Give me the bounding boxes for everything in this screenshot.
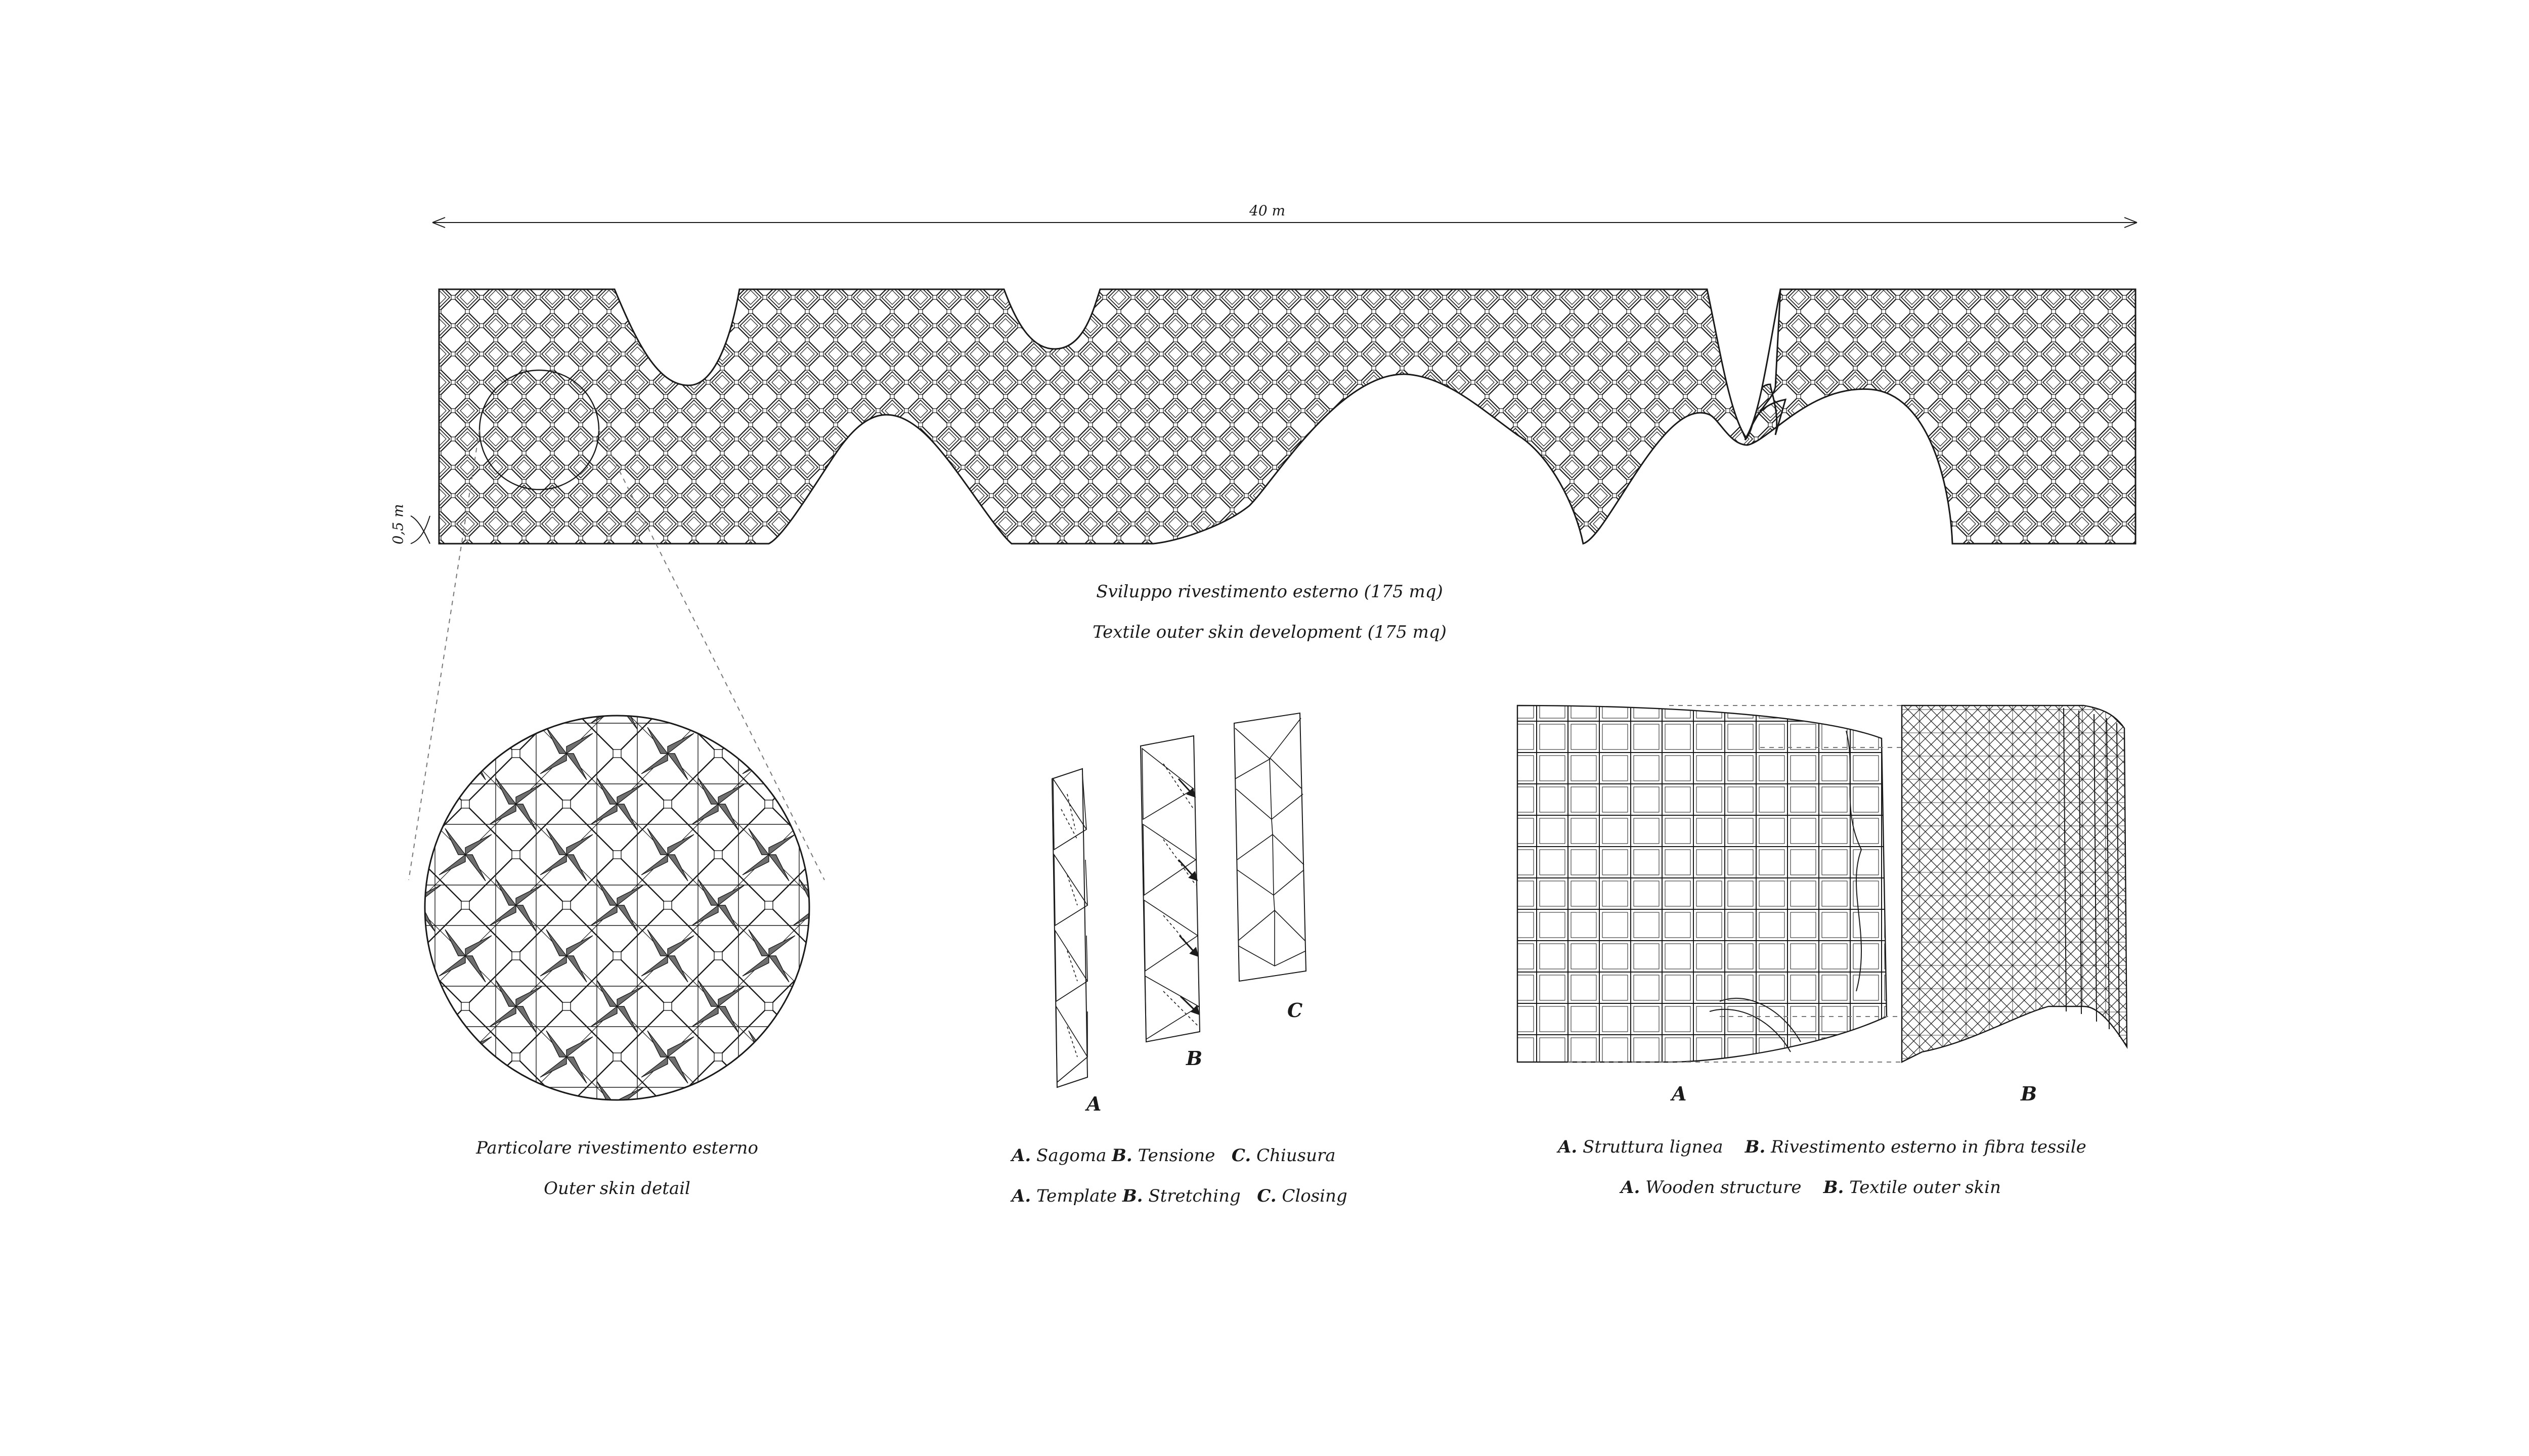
height-dimension [410,515,430,544]
detail-projection-lines [408,429,825,880]
structure-letter-a: A [1672,1082,1687,1105]
detail-caption-it: Particolare rivestimento esterno [476,1138,758,1158]
assembly-strip-c [1233,712,1307,982]
structure-text-a-it: Struttura lignea [1583,1137,1723,1157]
assembly-caption-it: A. Sagoma B. Tensione C. Chiusura [1012,1145,1336,1166]
height-label: 0,5 m [389,504,407,545]
structure-letter-b: B [2021,1082,2037,1105]
structure-text-b-en: Textile outer skin [1849,1177,2001,1198]
wooden-structure [1516,704,1888,1063]
assembly-key-a-it: A. [1012,1145,1031,1166]
assembly-strip-a [1051,768,1088,1088]
length-dimension [432,217,2138,228]
structure-caption-it: A. Struttura lignea B. Rivestimento este… [1558,1137,2086,1157]
assembly-key-c-it: C. [1231,1145,1251,1166]
assembly-letter-a: A [1086,1092,1102,1115]
structure-key-b-it: B. [1745,1137,1766,1157]
assembly-text-c-it: Chiusura [1256,1145,1336,1166]
length-label: 40 m [1249,202,1286,219]
assembly-text-b-en: Stretching [1148,1186,1241,1206]
textile-outer-skin [1901,704,2128,1063]
assembly-key-c-en: C. [1257,1186,1277,1206]
skin-development [438,288,2136,545]
assembly-caption-en: A. Template B. Stretching C. Closing [1012,1186,1347,1206]
skin-development-outline [438,288,2136,545]
outer-skin-detail [424,715,810,1101]
structure-key-a-it: A. [1558,1137,1578,1157]
structure-key-a-en: A. [1621,1177,1640,1198]
structure-text-a-en: Wooden structure [1645,1177,1802,1198]
assembly-key-b-en: B. [1122,1186,1143,1206]
assembly-key-a-en: A. [1012,1186,1031,1206]
structure-caption-en: A. Wooden structure B. Textile outer ski… [1558,1177,2064,1198]
development-caption-it: Sviluppo rivestimento esterno (175 mq) [1096,582,1443,602]
structure-connector-lines [1568,705,1902,1063]
detail-caption-en: Outer skin detail [544,1178,690,1199]
structure-text-b-it: Rivestimento esterno in fibra tessile [1771,1137,2086,1157]
assembly-strip-b [1140,735,1201,1043]
assembly-letter-b: B [1186,1047,1203,1070]
assembly-letter-c: C [1287,999,1303,1022]
assembly-key-b-it: B. [1112,1145,1132,1166]
development-caption-en: Textile outer skin development (175 mq) [1093,622,1447,642]
structure-key-b-en: B. [1823,1177,1844,1198]
assembly-text-a-en: Template [1036,1186,1117,1206]
assembly-text-c-en: Closing [1282,1186,1347,1206]
assembly-text-b-it: Tensione [1138,1145,1215,1166]
assembly-text-a-it: Sagoma [1036,1145,1107,1166]
